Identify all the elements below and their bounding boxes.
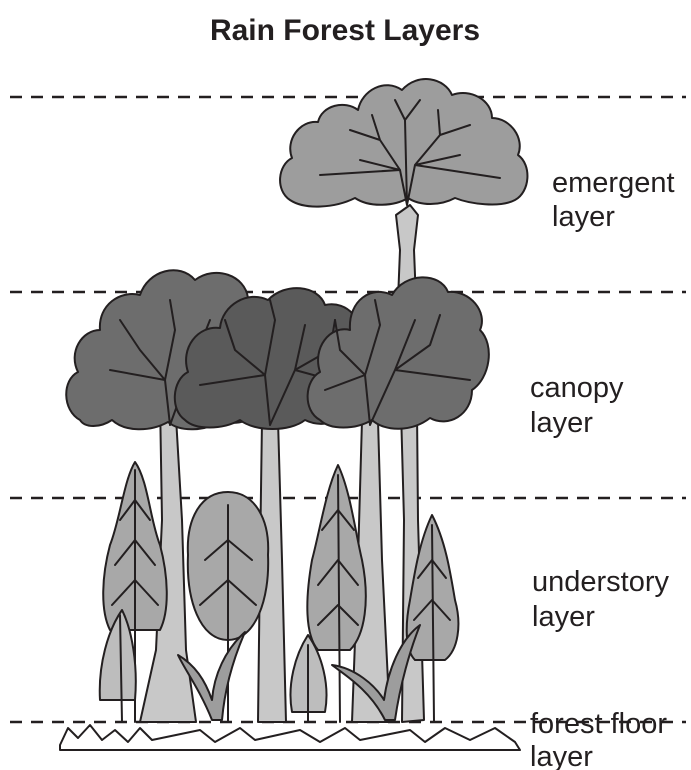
label-emergent-line1: emergent bbox=[552, 167, 675, 199]
diagram-title: Rain Forest Layers bbox=[210, 14, 480, 47]
label-understory-line1: understory bbox=[532, 566, 670, 598]
label-understory-line2: layer bbox=[532, 601, 595, 633]
label-canopy-line2: layer bbox=[530, 407, 593, 439]
label-canopy-line1: canopy bbox=[530, 372, 624, 404]
label-forest-floor-line1: forest floor bbox=[530, 708, 667, 740]
label-emergent-line2: layer bbox=[552, 201, 615, 233]
forest-floor-groundcover bbox=[60, 725, 520, 750]
label-forest-floor-line2: layer bbox=[530, 741, 593, 770]
